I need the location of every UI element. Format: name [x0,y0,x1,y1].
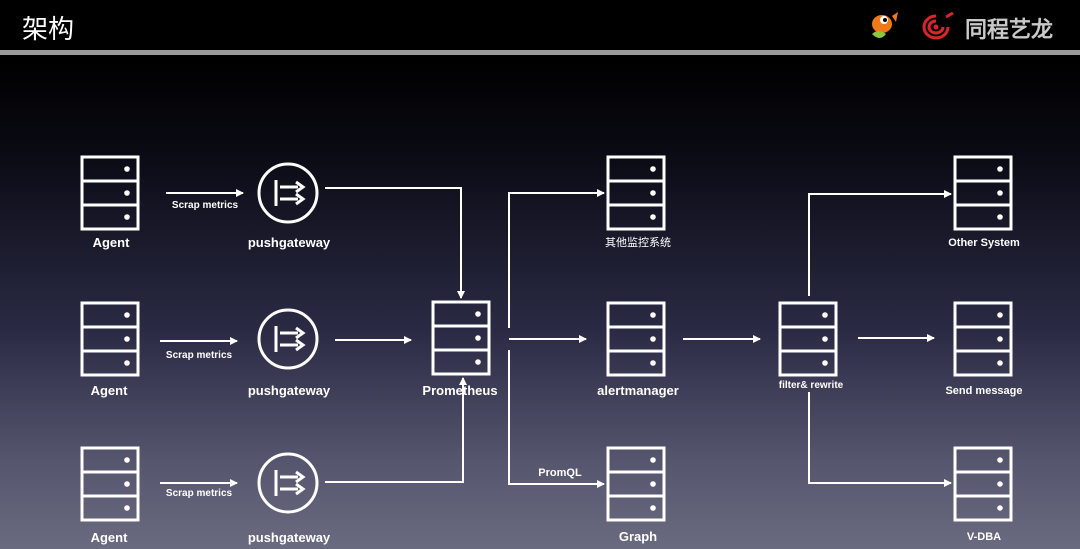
filter-rewrite-label: filter& rewrite [779,380,844,391]
slide-title: 架构 [22,15,75,45]
header-rule [0,50,1080,55]
pushgateway-3-label: pushgateway [248,530,331,545]
send-message-label: Send message [945,385,1022,397]
header-bar: 架构 同程艺龙 [0,0,1080,50]
alertmanager-label: alertmanager [597,383,679,398]
edge-pushgateway1-prometheus [325,187,465,299]
edge-pushgateway3-prometheus [325,377,467,483]
agent-2-server-icon [80,301,140,377]
prometheus-label: Prometheus [422,383,497,398]
graph-label: Graph [619,529,657,544]
agent-1-server-icon [80,155,140,231]
pushgateway-2-icon [257,308,319,370]
vdba-label: V-DBA [967,531,1001,543]
pushgateway-3-icon [257,452,319,514]
pushgateway-1-label: pushgateway [248,235,331,250]
agent-1-label: Agent [93,235,131,250]
edge-filter-vdba [808,392,952,487]
other-monitor-server-icon [606,155,666,231]
prometheus-server-icon [431,300,491,376]
swirl-logo-icon [922,12,954,40]
other-monitor-label: 其他监控系统 [605,235,671,249]
filter-rewrite-server-icon [778,301,838,377]
edge-filter-other-system [808,190,952,296]
brand-name: 同程艺龙 [965,18,1054,43]
other-system-label: Other System [948,237,1020,249]
agent-3-label: Agent [91,530,129,545]
edge-label-promql: PromQL [538,467,582,479]
pushgateway-1-icon [257,162,319,224]
graph-server-icon [606,446,666,522]
pushgateway-2-label: pushgateway [248,383,331,398]
agent-2-label: Agent [91,383,129,398]
vdba-server-icon [953,446,1013,522]
edge-label-scrap-1: Scrap metrics [172,200,239,211]
alertmanager-server-icon [606,301,666,377]
send-message-server-icon [953,301,1013,377]
agent-3-server-icon [80,446,140,522]
edge-prometheus-other-monitor [508,189,605,328]
other-system-server-icon [953,155,1013,231]
edge-label-scrap-2: Scrap metrics [166,350,233,361]
fish-mascot-icon [872,12,898,38]
edge-label-scrap-3: Scrap metrics [166,488,233,499]
edge-prometheus-graph [508,350,605,488]
